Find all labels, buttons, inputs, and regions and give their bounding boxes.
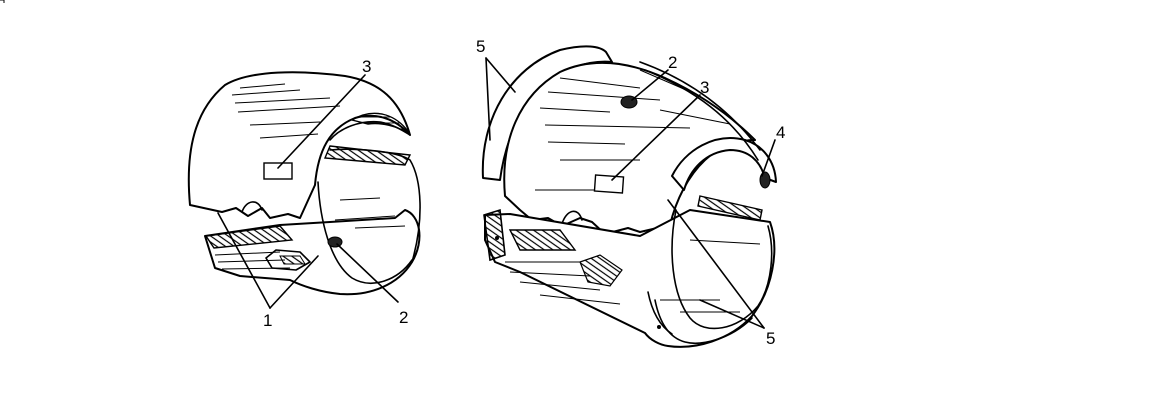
left-lower-top-edge	[204, 225, 294, 249]
right-upper-marking	[593, 174, 625, 194]
left-upper-edge	[350, 112, 411, 135]
right-lower-flange-ring	[654, 299, 753, 344]
right-leader-5-top-b	[485, 57, 516, 93]
right-leader-5-bottom-b	[699, 299, 765, 329]
left-label-3: 3	[362, 57, 371, 76]
left-lower-locating-lug	[265, 249, 311, 271]
right-leader-4	[761, 139, 776, 177]
left-lower-bore	[317, 181, 413, 284]
right-lower-right-edge	[697, 195, 763, 221]
left-lower-striations	[214, 197, 406, 270]
right-lower-locating-lug	[579, 254, 623, 287]
right-bearing: 5 2 3 4 5	[476, 37, 785, 348]
left-lower-lip	[329, 148, 421, 263]
right-label-5-bottom: 5	[766, 329, 775, 348]
right-leader-5-bottom-a	[667, 199, 765, 329]
right-flange-notch	[759, 171, 771, 189]
left-leader-1b	[269, 255, 319, 309]
left-oil-hole	[327, 236, 343, 248]
right-lower-flange-left	[483, 208, 506, 262]
left-leader-2	[336, 243, 399, 303]
right-leader-2	[631, 69, 669, 101]
right-leader-3	[611, 94, 701, 181]
right-label-4: 4	[776, 123, 785, 142]
left-upper-marking	[263, 162, 293, 180]
left-upper-locating-lug	[241, 201, 263, 213]
corner-mark	[0, 0, 5, 3]
left-lower-lug-detail	[279, 255, 306, 265]
left-leader-1a	[217, 212, 271, 309]
right-label-5-top: 5	[476, 37, 485, 56]
right-flange-ridge-a	[639, 61, 761, 151]
left-label-1: 1	[263, 311, 272, 330]
left-label-2: 2	[399, 308, 408, 327]
left-leader-3	[277, 74, 366, 169]
right-flange-ridge-b	[644, 69, 759, 161]
right-label-2: 2	[668, 53, 677, 72]
left-lower-shell	[204, 209, 421, 296]
right-lower-top-edge	[508, 229, 577, 251]
right-lower-dot-right	[657, 325, 661, 329]
right-upper-locating-lug	[561, 210, 583, 225]
left-bearing: 3 1 2	[187, 57, 421, 330]
right-lower-flange-ring-inner	[647, 291, 673, 335]
right-lower-dot-left	[495, 236, 499, 240]
right-lower-striations	[505, 239, 761, 313]
right-leader-5-top-a	[485, 57, 491, 141]
right-label-3: 3	[700, 78, 709, 97]
right-upper-shell	[503, 61, 756, 235]
right-lower-bore	[671, 209, 773, 330]
